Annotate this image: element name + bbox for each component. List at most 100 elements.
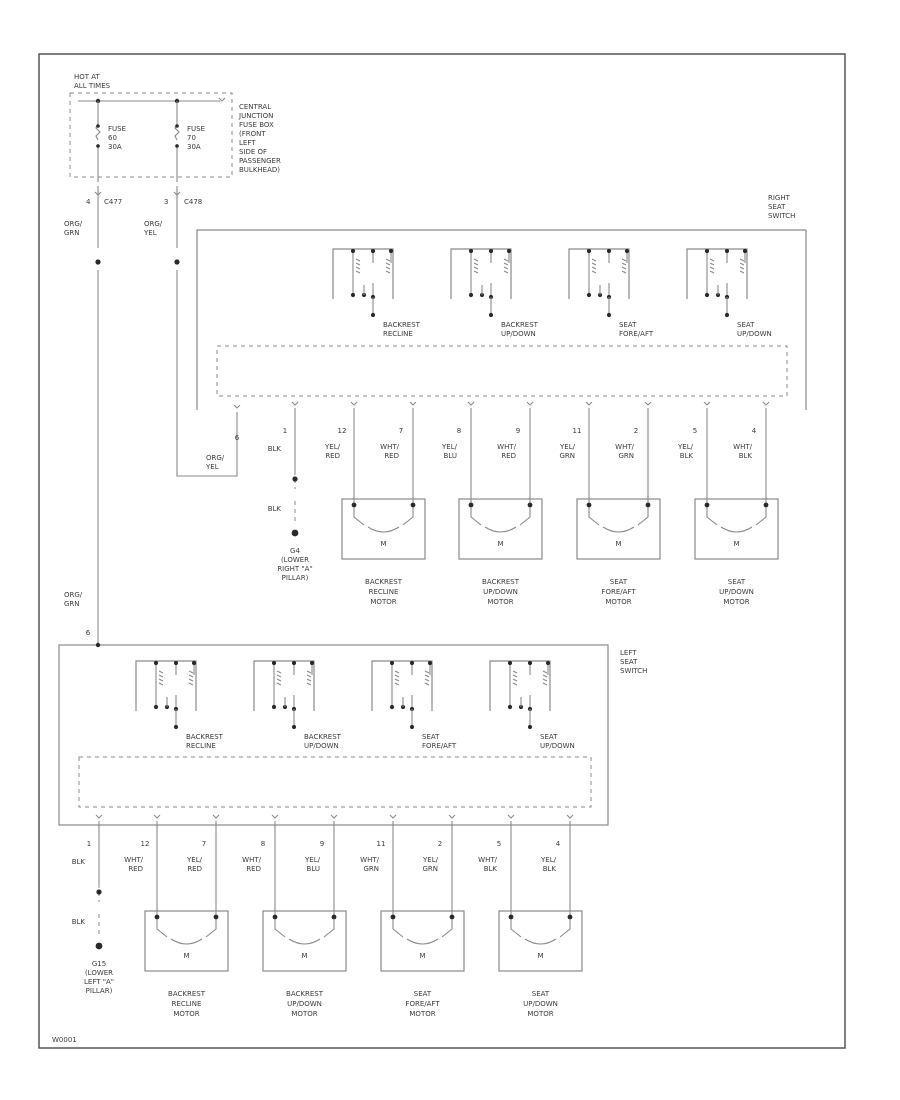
left_switch-pin-arrow-icon xyxy=(330,814,338,819)
switch-contact-dot xyxy=(153,660,159,666)
right_switch-motor-label: RECLINE xyxy=(369,588,399,596)
right_switch-pin-number: 12 xyxy=(338,427,347,435)
left-switch-feed-pin: 6 xyxy=(86,629,91,637)
switch-contact-line xyxy=(473,266,479,270)
fuse-dot xyxy=(96,124,100,128)
right_switch-motor-1 xyxy=(341,498,426,560)
right_switch-section-label: RECLINE xyxy=(383,330,413,338)
right_switch-section-frame xyxy=(568,248,630,299)
switch-contact-dot xyxy=(350,248,356,254)
right_switch-title: SEAT xyxy=(768,203,786,211)
right_switch-motor-2 xyxy=(458,498,543,560)
left_switch-section-frame xyxy=(135,660,197,711)
left_switch-wire-color-label: BLK xyxy=(543,865,557,873)
motor-terminal-dot xyxy=(468,502,474,508)
switch-contact-line xyxy=(385,270,391,274)
left_switch-section-label: UP/DOWN xyxy=(304,742,339,750)
switch-contact-line xyxy=(473,262,479,266)
switch-contact-line xyxy=(306,682,312,686)
wire-color-label: ORG/ xyxy=(64,591,83,599)
motor-winding-line xyxy=(602,526,635,533)
switch-contact-line xyxy=(739,262,745,266)
switch-contact-line xyxy=(591,270,597,274)
hot-at-all-times-label: ALL TIMES xyxy=(74,82,111,90)
switch-contact-line xyxy=(424,682,430,686)
connector-pin-label: 3 xyxy=(164,198,168,206)
left_switch-title: SWITCH xyxy=(620,667,647,675)
right_switch-motor-3 xyxy=(576,498,661,560)
left_switch-wire-color-label: RED xyxy=(246,865,261,873)
central-junction-fuse-box-label: PASSENGER xyxy=(239,157,281,165)
switch-contact-line xyxy=(306,674,312,678)
fuse-dot xyxy=(96,144,100,148)
motor-terminal-dot xyxy=(390,914,396,920)
switch-contact-dot xyxy=(606,248,612,254)
switch-contact-line xyxy=(424,670,430,674)
switch-contact-line xyxy=(188,678,194,682)
switch-contact-dot xyxy=(606,312,612,318)
right_switch-ground-label: RIGHT "A" xyxy=(277,565,312,573)
right_switch-section-label: FORE/AFT xyxy=(619,330,654,338)
diagram-frame xyxy=(38,53,846,1049)
right_switch-wire-color-label: BLK xyxy=(739,452,753,460)
motor-icon: M xyxy=(733,540,739,548)
right_switch-pin-arrow-icon xyxy=(467,401,475,406)
motor-armature-line xyxy=(274,919,286,938)
left_switch-section-frame xyxy=(489,660,551,711)
switch-pole-dot xyxy=(153,704,159,710)
right_switch-wire-color-label: WHT/ xyxy=(615,443,634,451)
feed-pin-arrow-icon xyxy=(233,404,241,409)
motor-icon: M xyxy=(301,952,307,960)
left_switch-section-label: RECLINE xyxy=(186,742,216,750)
switch-pole-dot xyxy=(350,292,356,298)
right_switch-wire-color-label: YEL/ xyxy=(441,443,458,451)
left_switch-section-frame xyxy=(253,660,315,711)
right_switch-motor-label: UP/DOWN xyxy=(483,588,518,596)
switch-contact-line xyxy=(394,670,400,674)
left_switch-section-label: SEAT xyxy=(540,733,558,741)
right_switch-wire-color-label: RED xyxy=(384,452,399,460)
right_switch-pin-arrow-icon xyxy=(703,401,711,406)
org-yel-feed-wire xyxy=(176,270,238,477)
motor-armature-line xyxy=(441,919,453,938)
left_switch-ground-label: G15 xyxy=(92,960,106,968)
right_switch-motor-label: BACKREST xyxy=(482,578,520,586)
switch-contact-dot xyxy=(742,248,748,254)
switch-contact-line xyxy=(306,670,312,674)
left_switch-pin-number: 4 xyxy=(556,840,561,848)
motor-terminal-dot xyxy=(410,502,416,508)
fuse-60-label: 60 xyxy=(108,134,117,142)
switch-contact-line xyxy=(709,266,715,270)
left_switch-wire-color-label: WHT/ xyxy=(478,856,497,864)
switch-contact-dot xyxy=(271,660,277,666)
motor-armature-line xyxy=(392,919,404,938)
switch-contact-line xyxy=(385,258,391,262)
motor-terminal-dot xyxy=(763,502,769,508)
switch-contact-dot xyxy=(173,660,179,666)
motor-terminal-dot xyxy=(567,914,573,920)
right_switch-pin-arrow-icon xyxy=(644,401,652,406)
motor-icon: M xyxy=(615,540,621,548)
right_switch-pin-arrow-icon xyxy=(350,401,358,406)
wire-color-label: ORG/ xyxy=(206,454,225,462)
left_switch-pin-arrow-icon xyxy=(507,814,515,819)
motor-armature-line xyxy=(637,507,649,526)
motor-icon: M xyxy=(497,540,503,548)
fuse-dot xyxy=(175,124,179,128)
central-junction-fuse-box-label: JUNCTION xyxy=(238,112,273,120)
motor-armature-line xyxy=(156,919,168,938)
motor-armature-line xyxy=(755,507,767,526)
right_switch-wire-color-label: BLU xyxy=(444,452,457,460)
left_switch-motor-label: FORE/AFT xyxy=(405,1000,440,1008)
left_switch-pin-number: 11 xyxy=(377,840,386,848)
left_switch-wire-color-label: YEL/ xyxy=(422,856,439,864)
left_switch-wire-color-label: YEL/ xyxy=(186,856,203,864)
ground-splice-dot xyxy=(292,476,298,482)
left_switch-pin-arrow-icon xyxy=(271,814,279,819)
right_switch-wire-color-label: GRN xyxy=(559,452,575,460)
central-junction-fuse-box-label: LEFT xyxy=(239,139,256,147)
switch-contact-dot xyxy=(388,248,394,254)
left_switch-motor-label: MOTOR xyxy=(409,1010,435,1018)
left_switch-motor-2 xyxy=(262,910,347,972)
switch-contact-line xyxy=(503,262,509,266)
